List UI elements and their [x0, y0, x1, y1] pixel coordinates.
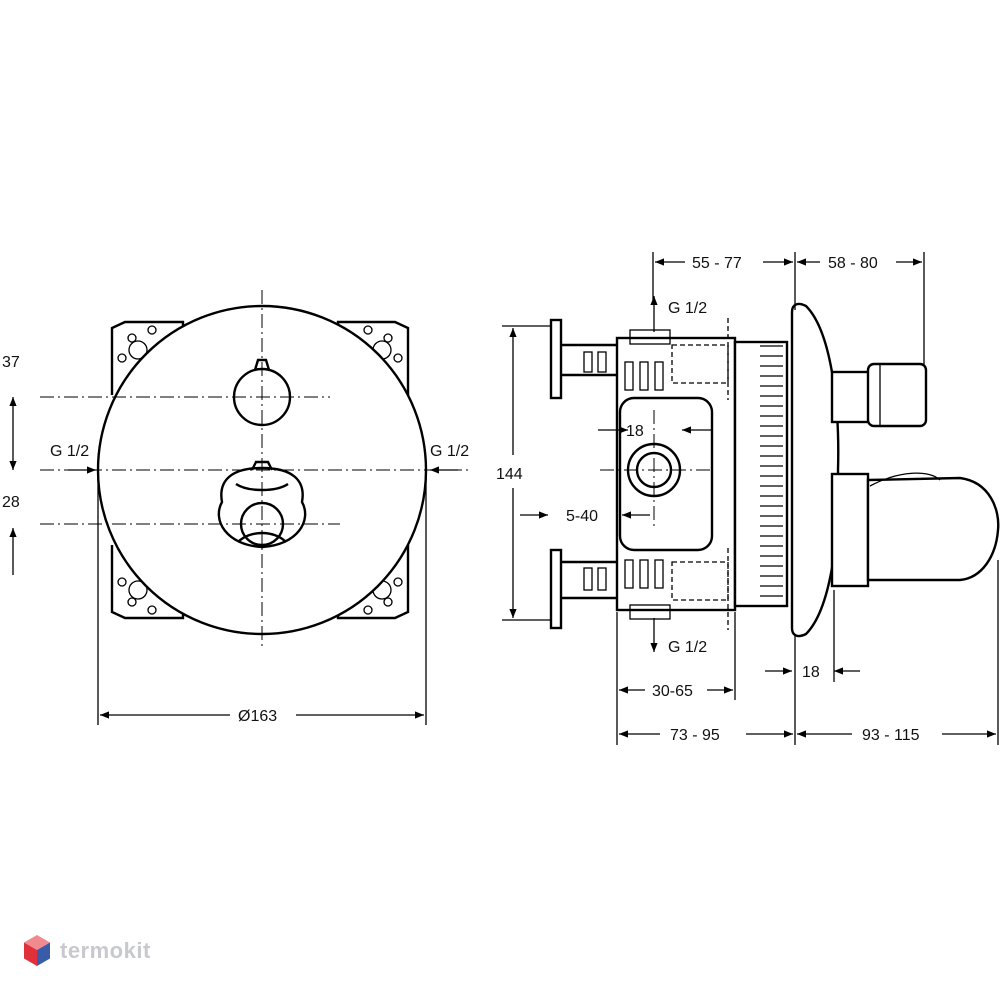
dim-73-95-label: 73 - 95 — [670, 727, 720, 744]
thermostat-handle-side — [830, 472, 1000, 588]
outlet-top-label: G 1/2 — [668, 300, 707, 317]
dim-18-plate-label: 18 — [802, 664, 820, 681]
termokit-logo-icon — [24, 935, 50, 966]
inlet-left-label: G 1/2 — [50, 443, 89, 460]
pipe-stub-bottom — [549, 548, 620, 630]
dim-55-77-label: 55 - 77 — [692, 255, 742, 272]
watermark-text: termokit — [60, 938, 151, 963]
flow-knob-side — [830, 362, 928, 428]
outlet-bottom-label: G 1/2 — [668, 639, 707, 656]
front-view: 37 28 G 1/2 G 1/2 Ø163 — [2, 290, 470, 725]
valve-body — [615, 318, 737, 630]
pipe-stub-top — [549, 318, 620, 400]
side-view: G 1/2 G 1/2 55 - 77 58 - 80 144 18 5-40 … — [496, 252, 1000, 745]
diameter-label: Ø163 — [238, 708, 277, 725]
dim-30-65-label: 30-65 — [652, 683, 693, 700]
dim-18-center-label: 18 — [626, 423, 644, 440]
dim-93-115-label: 93 - 115 — [862, 727, 920, 744]
dim-37-label: 37 — [2, 354, 20, 371]
dim-5-40-label: 5-40 — [566, 508, 598, 525]
dim-58-80-label: 58 - 80 — [828, 255, 878, 272]
dim-28-label: 28 — [2, 494, 20, 511]
cover-plate-profile — [790, 302, 840, 638]
dim-144-label: 144 — [496, 466, 523, 483]
watermark: termokit — [22, 934, 151, 968]
threaded-sleeve — [733, 340, 789, 608]
inlet-right-label: G 1/2 — [430, 443, 469, 460]
